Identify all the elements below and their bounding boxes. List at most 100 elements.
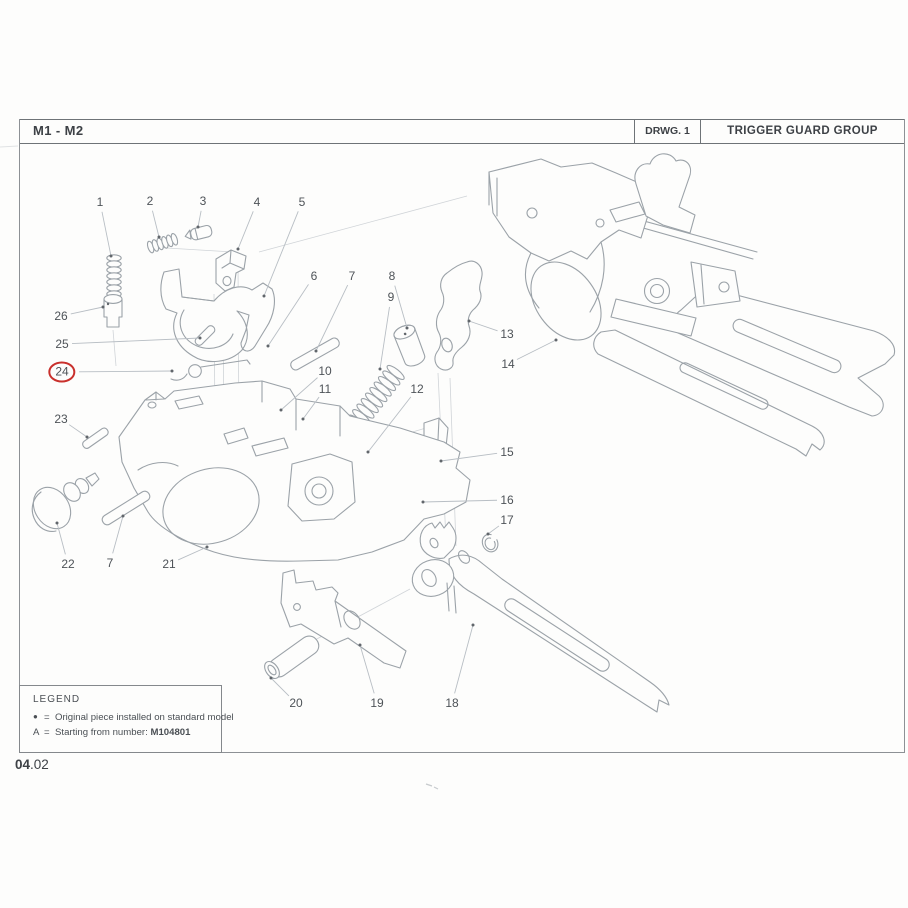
leader-line-10 (280, 377, 318, 411)
legend-box: LEGEND ●=Original piece installed on sta… (19, 685, 234, 753)
assembled-group-view (488, 153, 896, 457)
part-18-arm (411, 521, 670, 713)
scan-artifacts (0, 145, 439, 790)
part-label-10: 10 (318, 364, 332, 378)
part-2-spring (146, 232, 179, 254)
leader-line-4 (237, 211, 254, 250)
part-label-16: 16 (500, 493, 514, 507)
serial-number: M104801 (150, 727, 191, 738)
legend-bullet-text: Original piece installed on standard mod… (55, 712, 234, 723)
leader-line-15 (440, 452, 498, 462)
leader-line-7 (315, 284, 349, 352)
leader-dot-6 (266, 344, 270, 348)
part-label-17: 17 (500, 513, 514, 527)
part-label-1: 1 (96, 195, 104, 209)
leader-dot-18 (471, 623, 475, 627)
part-label-24: 24 (48, 361, 76, 383)
leader-line-25 (71, 337, 201, 345)
part-label-13: 13 (500, 327, 514, 341)
part-26-plunger (103, 294, 123, 328)
part-label-3: 3 (199, 194, 207, 208)
leader-line-18 (454, 624, 474, 694)
leader-dot-7 (314, 349, 318, 353)
part-label-22: 22 (61, 557, 75, 571)
leader-dot-20 (269, 676, 273, 680)
part-label-11: 11 (318, 382, 332, 396)
part-label-9: 9 (387, 290, 395, 304)
leader-dot-25 (198, 336, 202, 340)
leader-dot-5 (262, 294, 266, 298)
leader-dot-3 (196, 225, 200, 229)
leader-line-6 (267, 284, 309, 347)
leader-dot-11 (301, 417, 305, 421)
part-21-housing (118, 380, 471, 562)
leader-dot-24 (170, 369, 174, 373)
leader-line-17 (487, 525, 500, 535)
part-8-cap (393, 324, 426, 367)
part-label-14: 14 (501, 357, 515, 371)
part-label-26: 26 (54, 309, 68, 323)
part-1-spring (106, 254, 122, 298)
part-17-ring (481, 533, 499, 553)
part-label-12: 12 (410, 382, 424, 396)
drawing-frame (19, 119, 905, 753)
leader-dot-13 (467, 319, 471, 323)
leader-dot-17 (486, 532, 490, 536)
bullet-icon: ● (33, 712, 38, 721)
part-label-25: 25 (55, 337, 69, 351)
leader-dot-4 (236, 247, 240, 251)
leader-line-26 (70, 306, 104, 315)
leader-dot-8 (405, 326, 409, 330)
part-25-pin (194, 325, 216, 346)
leader-line-13 (468, 320, 498, 332)
leader-line-3 (197, 210, 202, 228)
leader-line-23 (68, 424, 88, 438)
leader-dot-12 (366, 450, 370, 454)
part-label-5: 5 (298, 195, 306, 209)
legend-a-text: Starting from number: (55, 727, 148, 738)
leader-dot-15 (439, 459, 443, 463)
leader-line-2 (151, 210, 160, 238)
page-title: TRIGGER GUARD GROUP (700, 120, 904, 143)
leader-dot-26 (101, 305, 105, 309)
leader-line-11 (302, 396, 320, 420)
leader-line-1 (101, 211, 112, 257)
leader-dot-7b (121, 514, 125, 518)
leader-lines (55, 210, 558, 697)
leader-line-8 (394, 285, 408, 329)
leader-dot-1 (109, 254, 113, 258)
part-22-knob (31, 472, 100, 532)
leader-dot-10 (279, 408, 283, 412)
part-label-8: 8 (388, 269, 396, 283)
part-label-6: 6 (310, 269, 318, 283)
leader-line-9 (379, 306, 390, 370)
leader-line-20 (270, 677, 290, 697)
part-4-block (215, 249, 247, 292)
model-label: M1 - M2 (33, 123, 84, 138)
leader-dot-9 (378, 367, 382, 371)
legend-row-bullet: ●=Original piece installed on standard m… (33, 712, 234, 723)
part-label-18: 18 (445, 696, 459, 710)
page-number: 04.02 (15, 757, 49, 772)
part-label-4: 4 (253, 195, 261, 209)
part-label-21: 21 (162, 557, 176, 571)
leader-dot-14 (554, 338, 558, 342)
leader-dot-21 (205, 545, 209, 549)
legend-heading: LEGEND (33, 694, 81, 705)
leader-line-14 (516, 339, 557, 360)
leader-line-7b (112, 515, 124, 554)
part-label-19: 19 (370, 696, 384, 710)
part-7-pin-lower (101, 490, 151, 526)
leader-line-12 (367, 396, 412, 453)
part-3-screw (184, 224, 213, 241)
part-label-7b: 7 (106, 556, 114, 570)
leader-line-22 (56, 522, 66, 555)
part-23-pin (82, 427, 109, 449)
part-20-pin (264, 635, 320, 680)
legend-a-symbol: A (33, 727, 40, 738)
part-label-15: 15 (500, 445, 514, 459)
part-label-23: 23 (54, 412, 68, 426)
leader-line-19 (359, 644, 375, 694)
drawing-ref: DRWG. 1 (634, 120, 700, 143)
